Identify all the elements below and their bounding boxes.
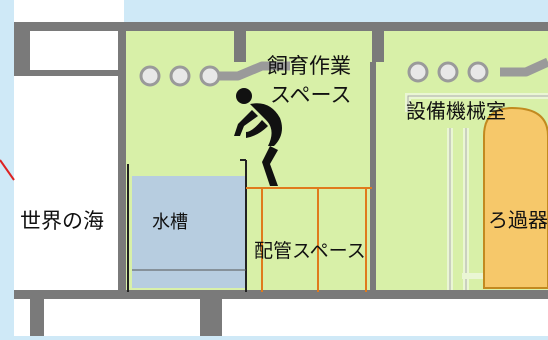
ceiling-stub-2 [372, 30, 384, 62]
pipe-elbow-icon [139, 61, 290, 87]
partition-wall [370, 62, 376, 292]
world-ocean-label: 世界の海 [20, 209, 104, 233]
piping-space-label: 配管スペース [254, 240, 366, 262]
ocean-pointer-line [0, 159, 15, 181]
person-crouching-icon [234, 88, 282, 186]
filter-tank [483, 106, 548, 289]
left-wall-block [14, 30, 30, 70]
ceiling-stub-1 [234, 30, 246, 62]
water-tank-label: 水槽 [152, 212, 188, 233]
piping-frame [246, 187, 372, 292]
floor-wall [14, 290, 548, 299]
ceiling-wall [14, 22, 548, 31]
breeding-space-label-2: スペース [270, 83, 352, 107]
equipment-room-label: 設備機械室 [406, 99, 506, 123]
lower-pillar-left [30, 298, 44, 336]
breeding-space-label-1: 飼育作業 [267, 54, 351, 78]
filter-tank-label: ろ過器 [488, 208, 548, 232]
left-ledge [14, 70, 124, 76]
lower-pillar-right [200, 298, 222, 336]
world-ocean-area [14, 0, 124, 336]
water-tank [132, 176, 246, 288]
equipment-pipes [405, 57, 548, 290]
left-room-wall [118, 30, 126, 292]
